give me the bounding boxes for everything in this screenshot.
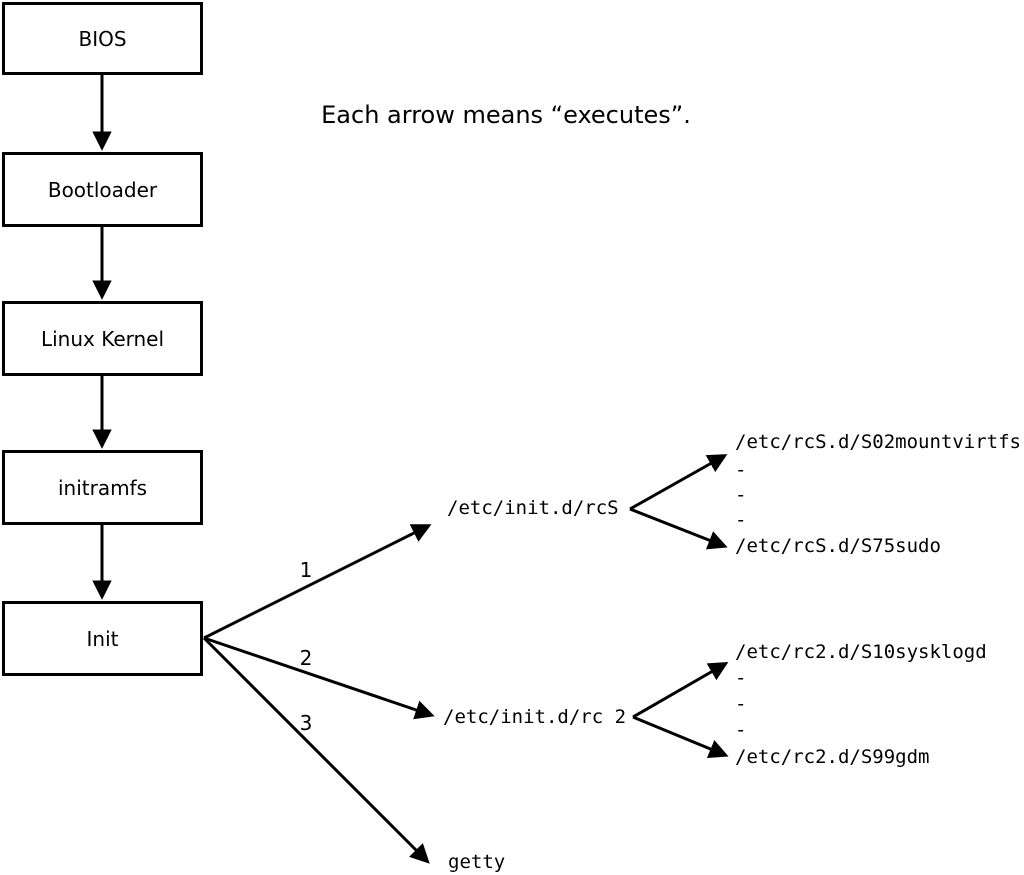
node-rcS-s75sudo: /etc/rcS.d/S75sudo <box>735 535 941 557</box>
arrow-rc2-to-s10sysklogd <box>632 662 729 719</box>
rcS-ellipsis-dash: - <box>735 484 747 506</box>
arrow-init-to-getty <box>202 636 430 864</box>
arrow-rcS-to-s02mountvirtfs <box>629 454 728 511</box>
arrow-rc2-to-s99gdm <box>632 715 729 759</box>
node-etc-init-d-rcS: /etc/init.d/rcS <box>447 497 619 519</box>
node-init: Init <box>2 601 203 676</box>
node-initramfs-label: initramfs <box>57 475 148 500</box>
rc2-ellipsis-dash: - <box>735 719 747 741</box>
node-bootloader-label: Bootloader <box>47 177 158 202</box>
arrow-label-3: 3 <box>299 711 313 735</box>
arrow-init-to-rcS <box>203 524 432 640</box>
node-etc-init-d-rc2: /etc/init.d/rc 2 <box>443 706 627 728</box>
node-getty: getty <box>448 851 506 873</box>
arrow-label-2: 2 <box>299 646 313 670</box>
node-linux-kernel: Linux Kernel <box>2 301 203 376</box>
rc2-ellipsis-dash: - <box>735 693 747 715</box>
rcS-ellipsis-dash: - <box>735 509 747 531</box>
node-rcS-s02mountvirtfs: /etc/rcS.d/S02mountvirtfs <box>735 431 1021 453</box>
node-linux-kernel-label: Linux Kernel <box>40 326 165 351</box>
node-bootloader: Bootloader <box>2 152 203 227</box>
node-rc2-s10sysklogd: /etc/rc2.d/S10sysklogd <box>735 641 987 663</box>
node-init-label: Init <box>86 626 119 651</box>
arrow-rcS-to-s75sudo <box>629 507 728 550</box>
arrow-label-1: 1 <box>299 558 313 582</box>
diagram-caption: Each arrow means “executes”. <box>321 101 691 129</box>
node-initramfs: initramfs <box>2 450 203 525</box>
node-bios-label: BIOS <box>78 26 127 51</box>
rcS-ellipsis-dash: - <box>735 459 747 481</box>
rc2-ellipsis-dash: - <box>735 667 747 689</box>
node-rc2-s99gdm: /etc/rc2.d/S99gdm <box>735 746 930 768</box>
arrow-init-to-rc2 <box>203 636 435 720</box>
node-bios: BIOS <box>2 2 203 75</box>
